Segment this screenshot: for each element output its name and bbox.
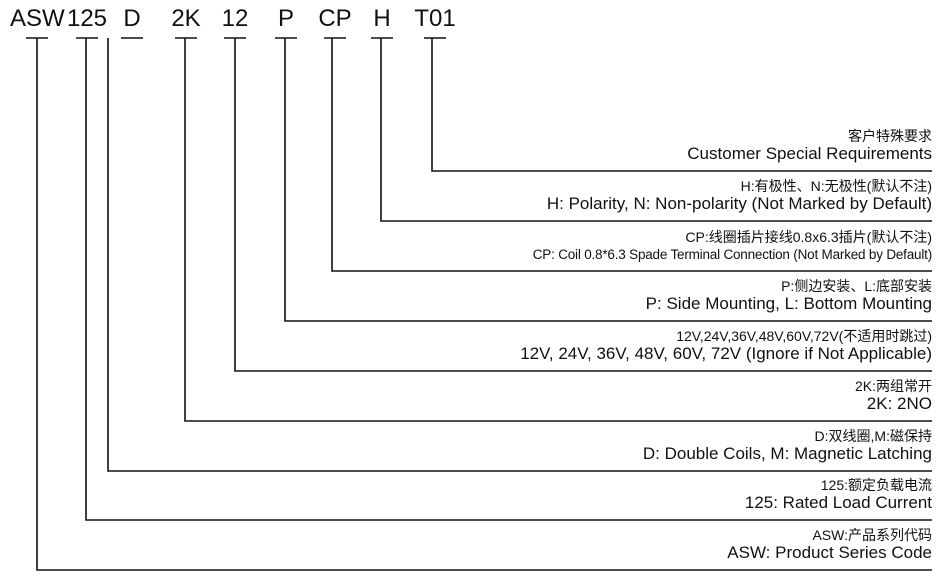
label-rated-current: 125:额定负载电流 125: Rated Load Current xyxy=(745,477,932,513)
code-125-text: 125 xyxy=(66,5,108,32)
label-contact-cn: 2K:两组常开 xyxy=(854,378,932,394)
code-12: 12 xyxy=(220,4,250,34)
label-voltage: 12V,24V,36V,48V,60V,72V(不适用时跳过) 12V, 24V… xyxy=(520,328,932,364)
label-customer-special: 客户特殊要求 Customer Special Requirements xyxy=(687,128,932,164)
code-p-text: P xyxy=(277,5,294,32)
label-coil-type: D:双线圈,M:磁保持 D: Double Coils, M: Magnetic… xyxy=(643,428,932,464)
code-2k-text: 2K xyxy=(171,5,201,32)
label-coil-terminal-cn: CP:线圈插片接线0.8x6.3插片(默认不注) xyxy=(685,229,932,245)
code-2k: 2K xyxy=(166,4,206,34)
label-contact-en: 2K: 2NO xyxy=(866,394,932,413)
label-coil-type-cn: D:双线圈,M:磁保持 xyxy=(814,428,932,444)
code-h-text: H xyxy=(373,5,391,32)
code-h: H xyxy=(371,4,393,34)
code-t01: T01 xyxy=(413,4,457,34)
code-d-text: D xyxy=(123,5,141,32)
leader-t01 xyxy=(431,38,932,172)
leader-d xyxy=(107,38,932,472)
code-asw-text: ASW xyxy=(10,5,65,32)
label-customer-special-cn: 客户特殊要求 xyxy=(848,128,932,144)
label-coil-terminal: CP:线圈插片接线0.8x6.3插片(默认不注) CP: Coil 0.8*6.… xyxy=(533,229,932,265)
label-rated-current-cn: 125:额定负载电流 xyxy=(820,477,932,493)
label-mounting: P:侧边安装、L:底部安装 P: Side Mounting, L: Botto… xyxy=(646,278,932,314)
label-coil-terminal-en: CP: Coil 0.8*6.3 Spade Terminal Connecti… xyxy=(532,247,932,262)
leader-cp xyxy=(331,38,932,272)
label-coil-type-en: D: Double Coils, M: Magnetic Latching xyxy=(642,444,932,463)
leader-12 xyxy=(234,38,932,372)
label-series-code-cn: ASW:产品系列代码 xyxy=(812,527,932,543)
code-cp-text: CP xyxy=(318,5,352,32)
label-polarity-en: H: Polarity, N: Non-polarity (Not Marked… xyxy=(546,194,932,213)
label-customer-special-en: Customer Special Requirements xyxy=(687,144,932,163)
label-series-code-en: ASW: Product Series Code xyxy=(727,543,932,562)
label-voltage-en: 12V, 24V, 36V, 48V, 60V, 72V (Ignore if … xyxy=(520,344,932,363)
label-contact: 2K:两组常开 2K: 2NO xyxy=(855,378,932,414)
code-12-text: 12 xyxy=(221,5,249,32)
leader-2k xyxy=(184,38,932,422)
code-cp: CP xyxy=(316,4,354,34)
code-d: D xyxy=(121,4,143,34)
label-voltage-cn: 12V,24V,36V,48V,60V,72V(不适用时跳过) xyxy=(676,328,932,344)
leader-125 xyxy=(85,38,932,521)
label-polarity-cn: H:有极性、N:无极性(默认不注) xyxy=(740,178,932,194)
code-125: 125 xyxy=(66,4,108,34)
label-polarity: H:有极性、N:无极性(默认不注) H: Polarity, N: Non-po… xyxy=(547,178,932,214)
leader-p xyxy=(284,38,932,322)
code-p: P xyxy=(275,4,297,34)
label-series-code: ASW:产品系列代码 ASW: Product Series Code xyxy=(727,527,932,563)
code-asw: ASW xyxy=(10,4,65,34)
label-rated-current-en: 125: Rated Load Current xyxy=(744,493,932,512)
code-t01-text: T01 xyxy=(414,5,456,32)
leader-asw xyxy=(36,38,932,571)
label-mounting-en: P: Side Mounting, L: Bottom Mounting xyxy=(645,294,932,313)
leader-h xyxy=(380,38,932,222)
label-mounting-cn: P:侧边安装、L:底部安装 xyxy=(781,278,932,294)
